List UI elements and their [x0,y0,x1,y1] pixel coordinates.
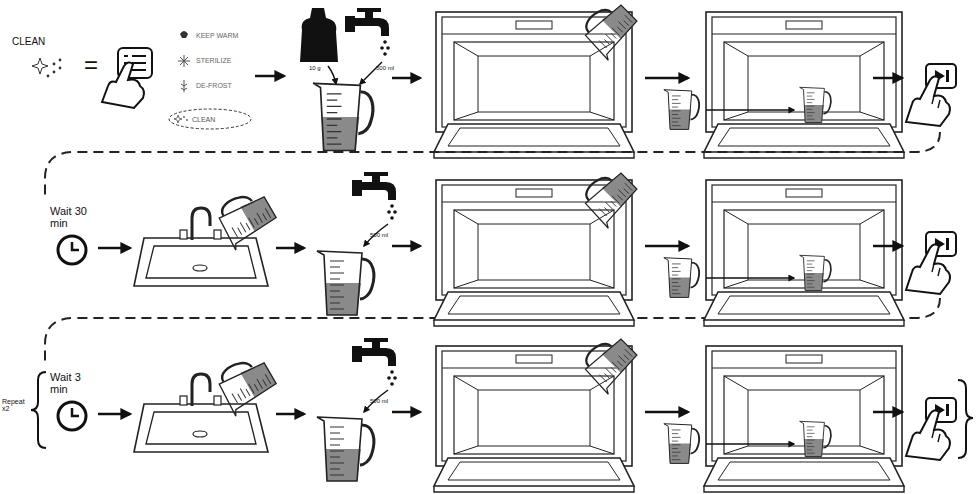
menu-item: CLEAN [192,108,248,130]
illustration [392,164,956,326]
rinse-step [58,172,397,315]
illustration [313,83,373,150]
menu-icons [181,80,187,92]
rinse-step [213,185,280,250]
clean-symbol [32,58,48,74]
rinse-step [364,224,388,246]
illustration [392,0,956,158]
illustration [392,330,956,492]
repeat-step [213,351,280,416]
equals-sign: = [84,52,98,77]
pour-arrow [328,66,336,84]
quantity-label: 500 ml [370,398,388,404]
menu-option-oval: CLEAN [168,108,252,130]
quantity-label: 500 ml [376,65,394,71]
dashed-oval [169,109,251,129]
illustration [313,83,373,150]
illustration [345,8,390,56]
menu-icons [174,31,190,123]
quantity-label: 10 g [309,65,321,71]
clean-symbol [59,67,62,70]
repeat-step [58,338,397,481]
quantity-label: 500 ml [370,232,388,238]
repeat-note: Repeat x2 [2,398,32,413]
repeat-step [317,417,374,481]
detergent-bottle [300,8,338,62]
repeat-step [276,413,304,416]
repeat-brace [31,372,46,448]
menu-item: STERILIZE [196,57,231,64]
wait-note: Wait 3 min [50,372,94,395]
menu-icons [180,31,188,38]
repeat-brace [958,380,973,458]
repeat-step [58,402,86,430]
menu-icons [186,119,188,121]
repeat-step [352,338,397,386]
rinse-step [98,247,130,250]
clean-symbol [47,75,50,78]
rinse-step [58,236,86,264]
clean-symbol [53,63,56,66]
rinse-step [352,172,397,220]
menu-item: DE-FROST [196,82,232,89]
rinse-step [317,251,374,315]
clean-symbol [59,59,62,62]
rinse-step [317,251,374,315]
menu-touch-icon [102,48,152,108]
menu-icons [183,116,185,118]
menu-item: KEEP WARM [196,32,238,39]
repeat-step [98,413,130,416]
rinse-step [276,247,304,250]
menu-touch-icon [102,62,144,108]
rinse-step [213,185,280,250]
clean-symbol [32,58,61,77]
menu-icons [174,115,182,123]
menu-icons [178,55,190,67]
repeat-step [364,390,388,412]
repeat-step [213,351,280,416]
clean-symbol [53,71,56,74]
wait-note: Wait 30 min [50,206,94,229]
mode-name: CLEAN [12,37,45,48]
flow-arrow [255,75,284,78]
repeat-step [317,417,374,481]
